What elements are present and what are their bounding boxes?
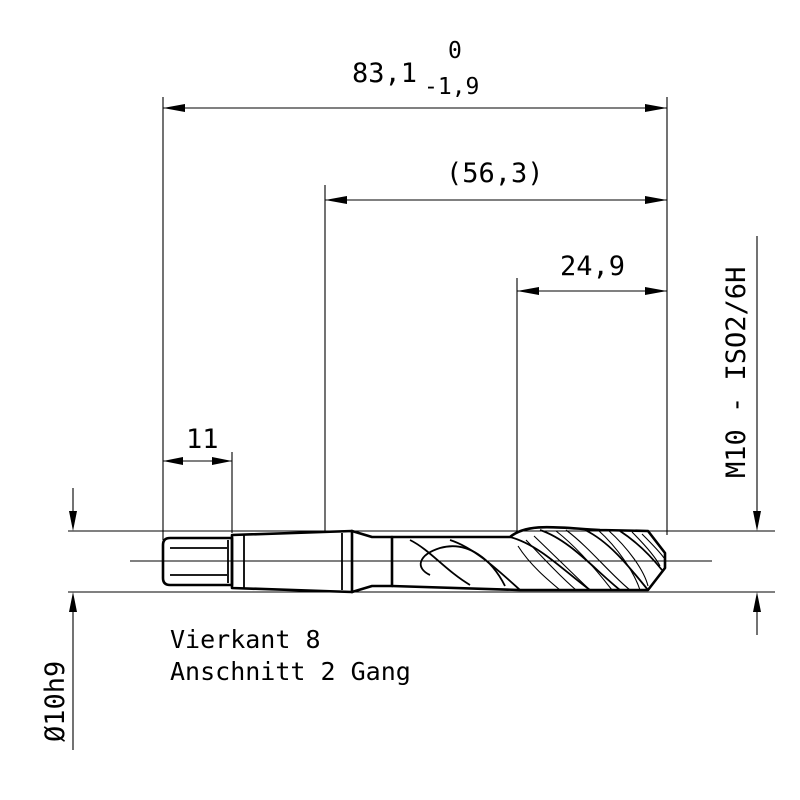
note-chamfer: Anschnitt 2 Gang — [170, 657, 411, 686]
flute-1 — [409, 539, 471, 586]
shank-diameter-text: Ø10h9 — [40, 661, 71, 742]
overall-length-upper-tol: 0 — [448, 38, 462, 64]
neck — [350, 529, 394, 594]
dimension-thread-length: 24,9 — [517, 251, 667, 295]
dimension-shank-diameter: Ø10h9 — [40, 488, 77, 750]
neck-length-text: (56,3) — [446, 158, 544, 189]
flute-2 — [419, 545, 506, 587]
square-drive — [161, 536, 234, 587]
thread-hatch — [509, 529, 665, 591]
square-length-text: 11 — [186, 424, 219, 455]
dimension-neck-length: (56,3) — [325, 158, 667, 204]
notes: Vierkant 8 Anschnitt 2 Gang — [170, 625, 411, 686]
note-square: Vierkant 8 — [170, 625, 321, 654]
tap-body — [161, 525, 667, 594]
thread-length-text: 24,9 — [560, 251, 625, 282]
dimension-square-length: 11 — [163, 424, 232, 465]
thread-designation-text: M10 - ISO2/6H — [721, 267, 752, 478]
extension-lines — [68, 97, 775, 593]
flute-section — [390, 525, 667, 592]
dimension-overall-length: 83,1 0 -1,9 — [163, 38, 667, 112]
overall-length-nominal: 83,1 — [352, 58, 417, 89]
dimension-thread-designation: M10 - ISO2/6H — [721, 236, 761, 635]
overall-length-lower-tol: -1,9 — [424, 74, 479, 100]
